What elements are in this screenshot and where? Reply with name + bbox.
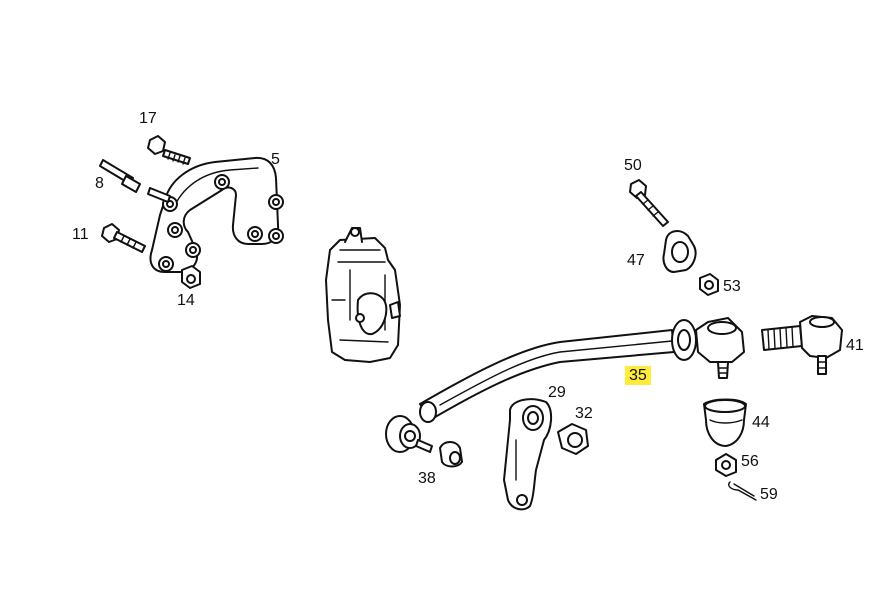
part-47-clamp[interactable] [662,230,697,273]
part-bracket-stud [147,187,171,203]
callout-59[interactable]: 59 [760,486,778,503]
callout-17[interactable]: 17 [139,110,157,127]
callout-44[interactable]: 44 [752,414,770,431]
part-44-boot[interactable] [703,398,747,447]
part-50-bolt[interactable] [629,179,669,227]
left-ball-joint[interactable] [385,415,433,453]
part-41-tie-rod-end[interactable] [761,315,843,375]
callout-32[interactable]: 32 [575,405,593,422]
callout-5[interactable]: 5 [271,151,280,168]
callout-14[interactable]: 14 [177,292,195,309]
part-35-tie-rod[interactable] [419,319,697,423]
part-56-nut[interactable] [715,453,737,477]
part-59-cotter-pin[interactable] [728,481,757,501]
part-32-nut[interactable] [557,423,589,455]
part-8-stud[interactable] [99,159,141,193]
part-53-nut[interactable] [699,273,719,296]
callout-8[interactable]: 8 [95,175,104,192]
center-ball-joint[interactable] [695,317,745,379]
steering-gearbox[interactable] [325,227,401,363]
callout-53[interactable]: 53 [723,278,741,295]
callout-47[interactable]: 47 [627,252,645,269]
part-38-boot[interactable] [439,441,463,468]
part-14-nut[interactable] [181,265,201,289]
callout-11[interactable]: 11 [72,226,89,243]
callout-41[interactable]: 41 [846,337,864,354]
part-29-pitman-arm[interactable] [503,398,552,511]
part-11-bolt[interactable] [101,223,146,253]
callout-56[interactable]: 56 [741,453,759,470]
callout-35-highlighted[interactable]: 35 [625,366,651,385]
part-5-bracket[interactable] [149,156,284,273]
callout-29[interactable]: 29 [548,384,566,401]
callout-38[interactable]: 38 [418,470,436,487]
callout-50[interactable]: 50 [624,157,642,174]
part-17-bolt[interactable] [147,135,191,165]
